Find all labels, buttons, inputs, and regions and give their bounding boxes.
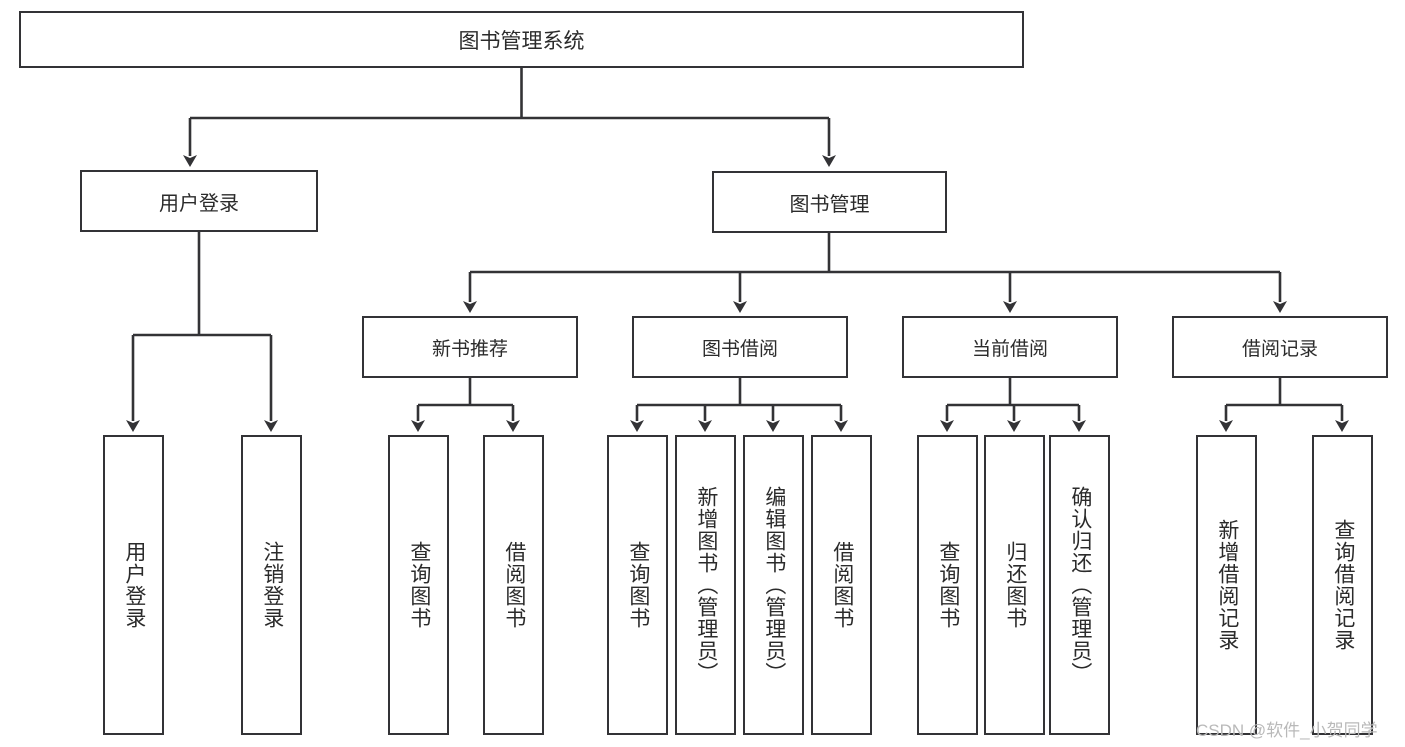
node-root-label: 图书管理系统 bbox=[458, 29, 585, 53]
node-current-borrow[interactable]: 当前借阅 bbox=[902, 316, 1118, 378]
leaf-node[interactable]: 归还图书 bbox=[984, 435, 1045, 735]
leaf-label: 新增图书（管理员） bbox=[694, 486, 718, 684]
leaf-node[interactable]: 借阅图书 bbox=[811, 435, 872, 735]
leaf-node[interactable]: 借阅图书 bbox=[483, 435, 544, 735]
leaf-label: 用户登录 bbox=[122, 541, 146, 629]
node-book-management-label: 图书管理 bbox=[789, 193, 870, 216]
node-user-login[interactable]: 用户登录 bbox=[80, 170, 318, 232]
leaf-node[interactable]: 编辑图书（管理员） bbox=[743, 435, 804, 735]
node-user-login-label: 用户登录 bbox=[159, 192, 239, 215]
leaf-node[interactable]: 注销登录 bbox=[241, 435, 302, 735]
leaf-label: 借阅图书 bbox=[830, 541, 854, 629]
leaf-node[interactable]: 查询图书 bbox=[917, 435, 978, 735]
leaf-label: 编辑图书（管理员） bbox=[762, 486, 786, 684]
leaf-node[interactable]: 新增借阅记录 bbox=[1196, 435, 1257, 735]
leaf-label: 查询图书 bbox=[936, 541, 960, 629]
node-borrow-record[interactable]: 借阅记录 bbox=[1172, 316, 1388, 378]
node-current-borrow-label: 当前借阅 bbox=[971, 338, 1048, 360]
node-new-book-recommend[interactable]: 新书推荐 bbox=[362, 316, 578, 378]
node-root[interactable]: 图书管理系统 bbox=[19, 11, 1024, 68]
leaf-node[interactable]: 确认归还（管理员） bbox=[1049, 435, 1110, 735]
leaf-label: 确认归还（管理员） bbox=[1068, 486, 1092, 684]
leaf-node[interactable]: 新增图书（管理员） bbox=[675, 435, 736, 735]
leaf-label: 查询借阅记录 bbox=[1331, 519, 1355, 651]
node-book-borrow-label: 图书借阅 bbox=[701, 338, 778, 360]
leaf-label: 归还图书 bbox=[1003, 541, 1027, 629]
leaf-node[interactable]: 用户登录 bbox=[103, 435, 164, 735]
node-new-book-recommend-label: 新书推荐 bbox=[431, 338, 508, 360]
leaf-label: 查询图书 bbox=[626, 541, 650, 629]
leaf-label: 借阅图书 bbox=[502, 541, 526, 629]
leaf-node[interactable]: 查询图书 bbox=[607, 435, 668, 735]
leaf-label: 注销登录 bbox=[260, 541, 284, 629]
leaf-node[interactable]: 查询图书 bbox=[388, 435, 449, 735]
leaf-label: 查询图书 bbox=[407, 541, 431, 629]
node-book-borrow[interactable]: 图书借阅 bbox=[632, 316, 848, 378]
node-borrow-record-label: 借阅记录 bbox=[1241, 338, 1318, 360]
leaf-label: 新增借阅记录 bbox=[1215, 519, 1239, 651]
leaf-node[interactable]: 查询借阅记录 bbox=[1312, 435, 1373, 735]
node-book-management[interactable]: 图书管理 bbox=[712, 171, 947, 233]
